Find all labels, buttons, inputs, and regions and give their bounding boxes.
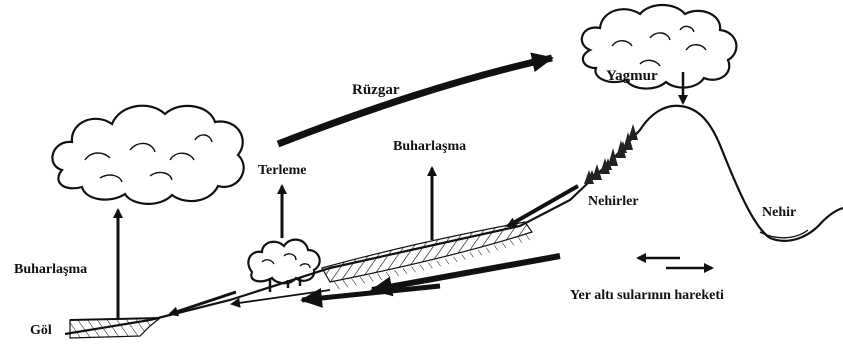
wind-arrow [278,58,552,144]
label-gol: Göl [30,323,52,338]
rivers-flow-arrow [508,186,578,226]
tree-cluster-icon [248,240,319,292]
label-ruzgar: Rüzgar [352,82,400,98]
label-buharlasma-left: Buharlaşma [14,262,87,277]
cloud-left-icon [52,106,243,204]
label-yagmur: Yagmur [606,68,658,84]
forest-icon [584,124,638,184]
ground-surface [150,106,843,320]
label-buharlasma-center: Buharlaşma [393,139,466,154]
runoff-arrow [170,292,236,314]
label-terleme: Terleme [258,163,306,178]
label-yer-alti: Yer altı sularının hareketi [570,288,724,303]
label-nehir: Nehir [762,205,796,220]
groundwater-arrow-2 [302,286,440,300]
label-nehirler: Nehirler [588,194,639,209]
cloud-right-icon [582,5,737,89]
lake-icon [70,318,160,338]
